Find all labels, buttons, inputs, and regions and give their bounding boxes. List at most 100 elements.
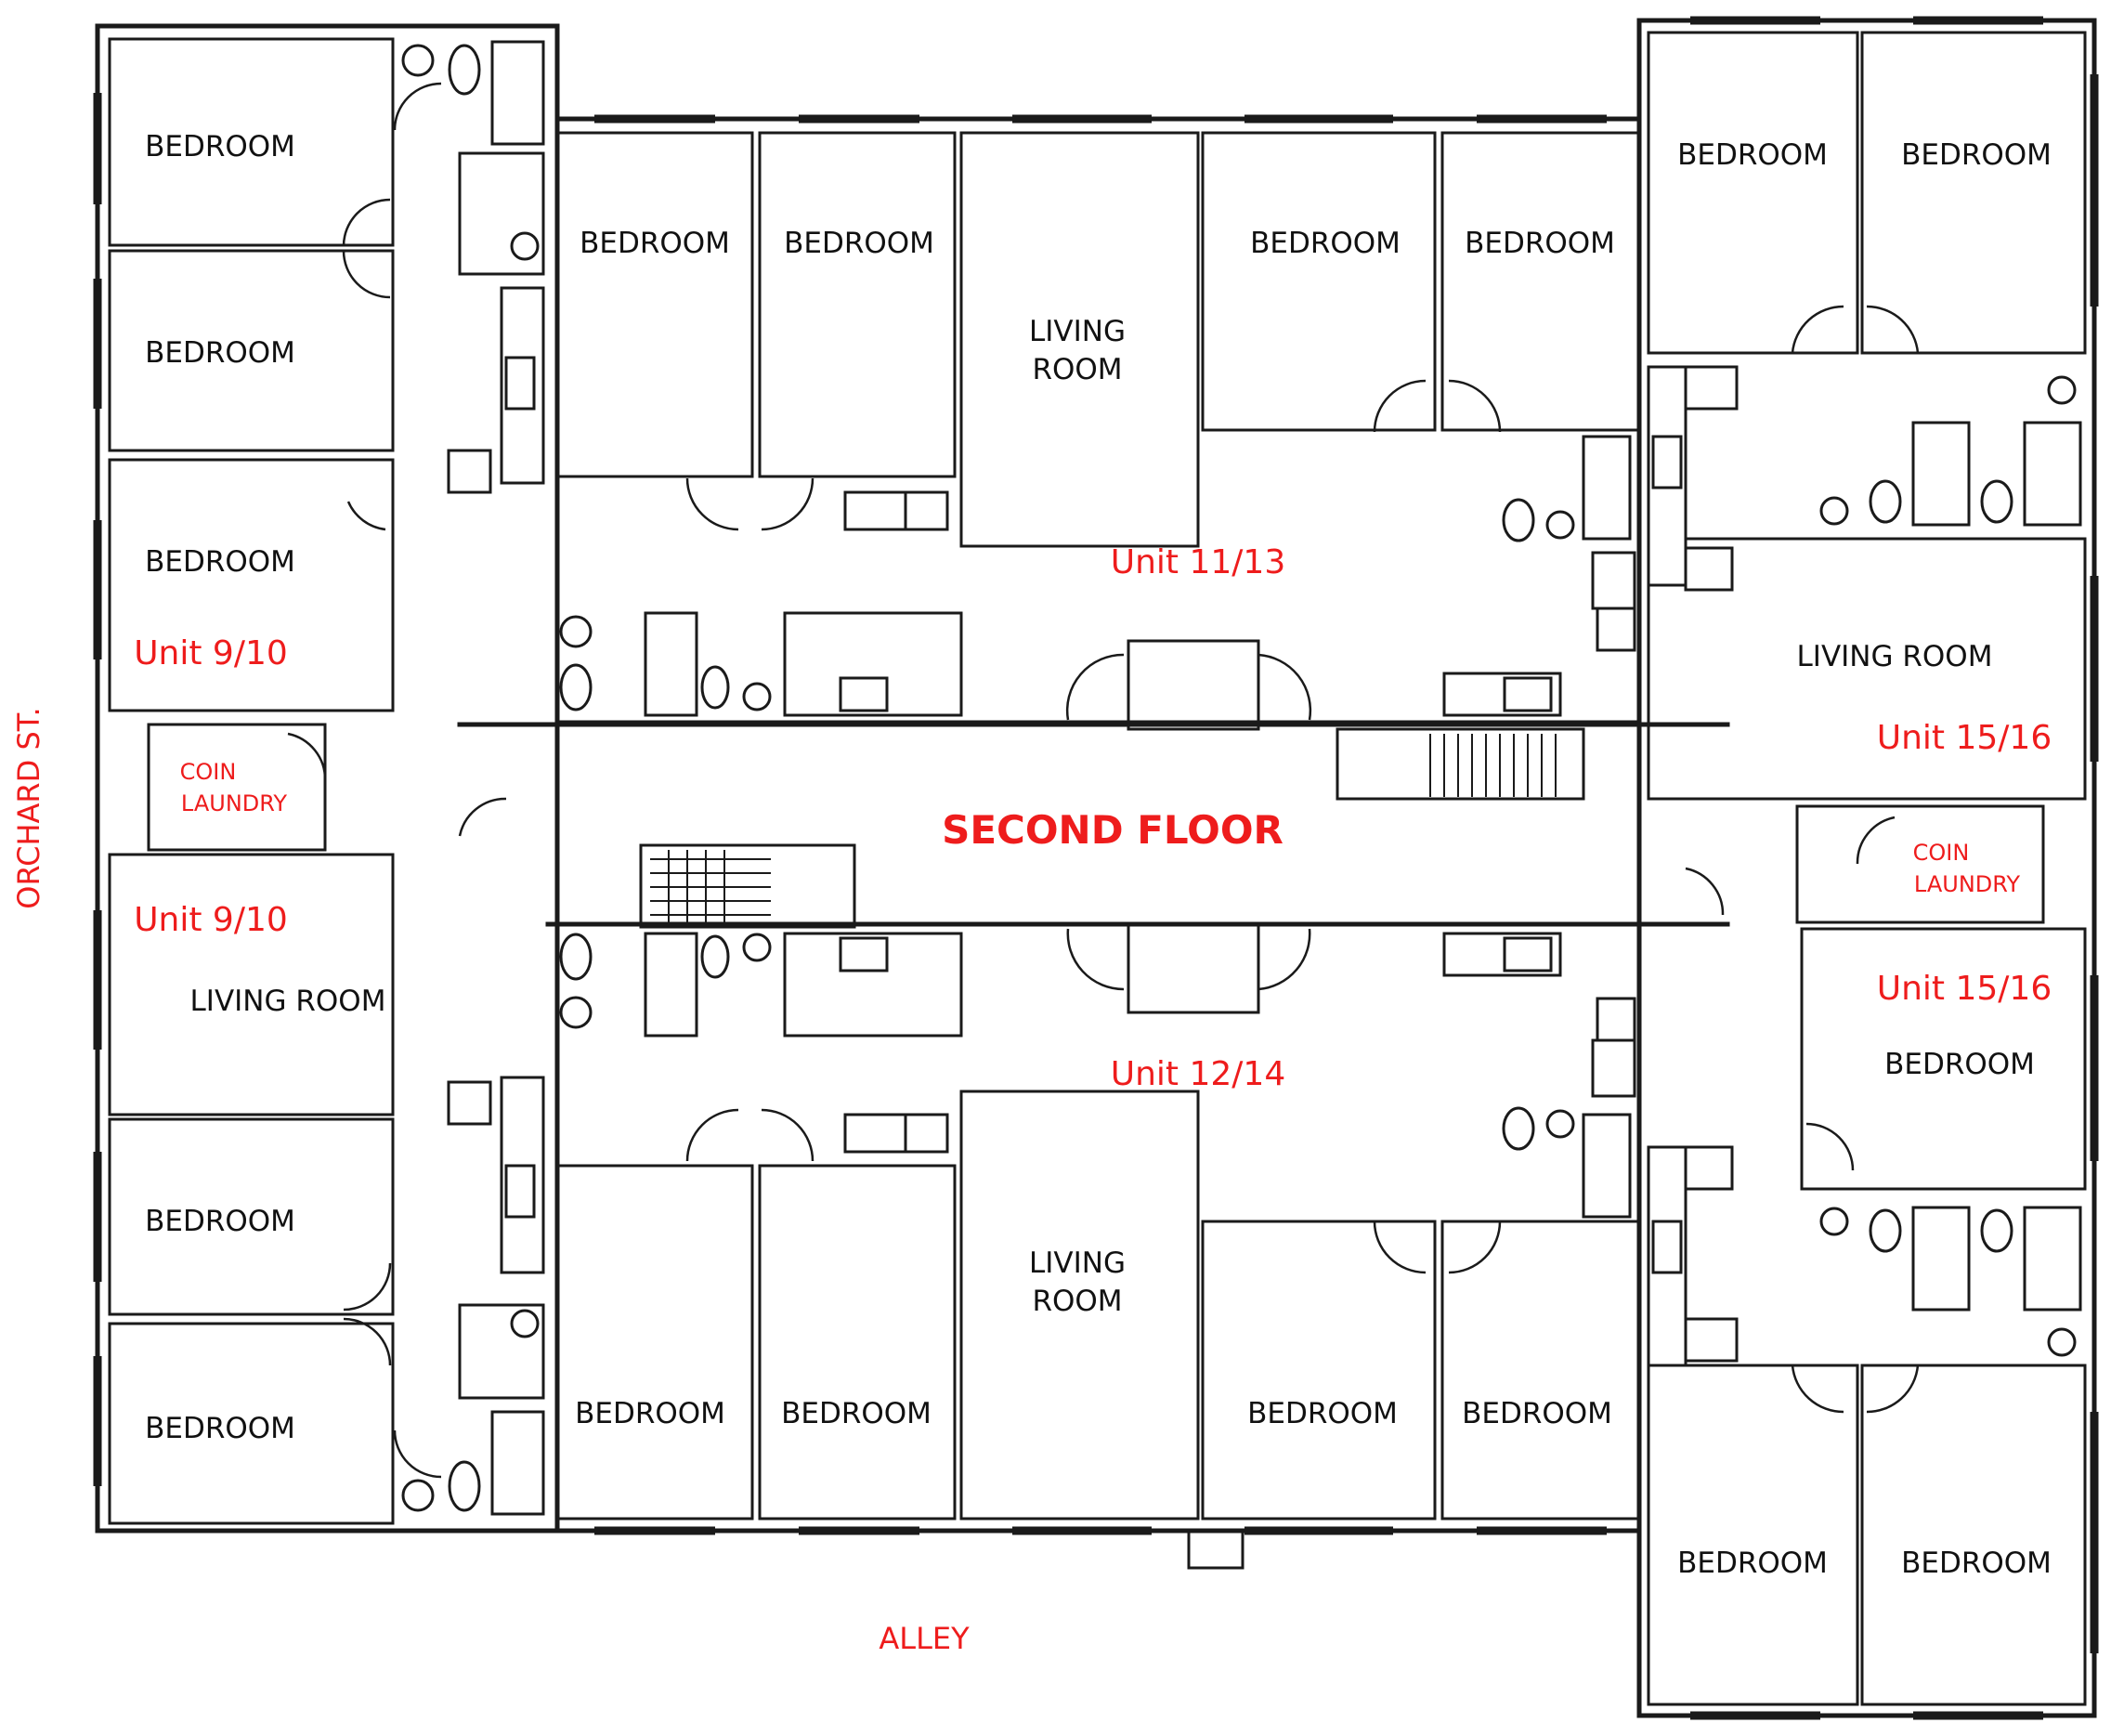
stove-icon — [1684, 546, 1734, 592]
sink-icon — [742, 933, 772, 962]
fixtures — [401, 40, 2082, 1516]
right-bedroom-5-walls — [1860, 1364, 2087, 1706]
toilet-icon — [700, 665, 730, 710]
stair-lower-treads — [650, 850, 771, 924]
windows — [93, 16, 2099, 1720]
stair-upper-walls — [1336, 727, 1585, 801]
left-bedroom-4-walls — [108, 1117, 395, 1316]
coin-laundry-label: LAUNDRY — [181, 790, 287, 816]
toilet-icon — [1869, 1208, 1902, 1253]
right-living-walls — [1647, 537, 2087, 801]
stair-lower-walls — [639, 843, 856, 929]
walls — [95, 18, 2097, 1718]
unit-label: Unit 12/14 — [1111, 1055, 1285, 1093]
lower-bedroom-d-walls — [1440, 1220, 1641, 1521]
lower-bedroom-a-walls — [555, 1164, 754, 1521]
toilet-icon — [1502, 498, 1535, 542]
room-label-living: LIVING — [1029, 1247, 1126, 1280]
stove-icon — [904, 1113, 949, 1154]
sink-icon — [1819, 1207, 1849, 1236]
bathtub-icon — [2023, 1206, 2082, 1312]
bathtub-icon — [1911, 421, 1971, 527]
stove-icon — [1684, 1145, 1734, 1191]
room-label-bedroom: BEDROOM — [145, 130, 295, 163]
toilet-icon — [1869, 479, 1902, 524]
room-label-bedroom: BEDROOM — [145, 1205, 295, 1238]
stair-upper-treads — [1429, 734, 1557, 797]
toilet-icon — [448, 1460, 481, 1512]
door-swings — [287, 82, 1920, 1479]
sink-icon — [510, 231, 540, 261]
bathtub-icon — [1582, 435, 1632, 541]
double-sink-icon — [504, 1164, 536, 1219]
toilet-icon — [559, 663, 593, 711]
toilet-icon — [1980, 1208, 2013, 1253]
toilet-icon — [700, 934, 730, 979]
sink-icon — [559, 615, 593, 648]
coin-laundry-left-walls — [147, 723, 327, 852]
bathtub-icon — [644, 932, 698, 1038]
upper-bedroom-b-walls — [758, 131, 957, 478]
bottom-bump — [1187, 1529, 1244, 1570]
bathtub-icon — [2023, 421, 2082, 527]
right-bedroom-4-walls — [1647, 1364, 1859, 1706]
room-label-living-room: LIVING ROOM — [1797, 640, 1993, 673]
room-label-bedroom: BEDROOM — [575, 1397, 725, 1430]
sink-icon — [401, 44, 435, 77]
lower-bedroom-c-walls — [1201, 1220, 1437, 1521]
room-label-bedroom: BEDROOM — [1250, 227, 1401, 260]
upper-bedroom-c-walls — [1201, 131, 1437, 432]
left-living-walls — [108, 853, 395, 1116]
left-bedroom-5-walls — [108, 1322, 395, 1525]
sink-icon — [1545, 1109, 1575, 1139]
upper-column-block — [1127, 639, 1260, 731]
bathtub-icon — [1911, 1206, 1971, 1312]
bathtub-icon — [1582, 1113, 1632, 1219]
right-wing-outline — [1636, 18, 2097, 1718]
lower-living-walls — [959, 1090, 1200, 1521]
right-bedroom-1-walls — [1647, 31, 1859, 355]
upper-bedroom-a-walls — [555, 131, 754, 478]
double-sink-icon — [1651, 435, 1683, 489]
room-label-bedroom: BEDROOM — [784, 227, 934, 260]
room-label-bedroom: BEDROOM — [1884, 1048, 2035, 1081]
sink-icon — [2047, 375, 2077, 405]
left-wing-outline — [95, 23, 560, 1534]
toilet-icon — [559, 933, 593, 981]
sink-icon — [510, 1309, 540, 1338]
unit-label: Unit 15/16 — [1877, 719, 2052, 757]
bathtub-icon — [644, 611, 698, 717]
floor-title: SECOND FLOOR — [942, 807, 1284, 853]
coin-laundry-label: COIN — [1913, 840, 1970, 866]
stove-icon — [447, 449, 492, 494]
room-label-room: ROOM — [1032, 353, 1122, 386]
left-bedroom-2-walls — [108, 249, 395, 452]
fridge-icon — [1684, 365, 1739, 411]
room-label-bedroom: BEDROOM — [580, 227, 730, 260]
room-label-bedroom: BEDROOM — [145, 1412, 295, 1445]
lower-bedroom-b-walls — [758, 1164, 957, 1521]
room-label-living: LIVING — [1029, 315, 1126, 348]
stove-icon — [904, 490, 949, 531]
left-bedroom-3-walls — [108, 458, 395, 712]
room-labels: BEDROOM BEDROOM BEDROOM LIVING ROOM BEDR… — [145, 130, 2052, 1580]
double-sink-icon — [839, 936, 889, 972]
fridge-icon — [1591, 551, 1636, 610]
room-label-bedroom: BEDROOM — [1677, 1547, 1828, 1580]
toilet-icon — [448, 44, 481, 96]
room-label-living-room: LIVING ROOM — [190, 985, 386, 1018]
room-label-bedroom: BEDROOM — [1247, 1397, 1398, 1430]
upper-living-walls — [959, 131, 1200, 548]
unit-label: Unit 15/16 — [1877, 970, 2052, 1008]
room-label-bedroom: BEDROOM — [1465, 227, 1615, 260]
upper-bedroom-d-walls — [1440, 131, 1641, 432]
stove-icon — [1596, 607, 1636, 652]
left-bedroom-1-walls — [108, 37, 395, 247]
room-label-bedroom: BEDROOM — [1901, 138, 2052, 172]
double-sink-icon — [1503, 676, 1553, 712]
unit-label: Unit 9/10 — [134, 901, 288, 939]
room-label-room: ROOM — [1032, 1285, 1122, 1318]
room-label-bedroom: BEDROOM — [145, 336, 295, 370]
street-label: ORCHARD ST. — [11, 707, 46, 908]
room-label-bedroom: BEDROOM — [1677, 138, 1828, 172]
